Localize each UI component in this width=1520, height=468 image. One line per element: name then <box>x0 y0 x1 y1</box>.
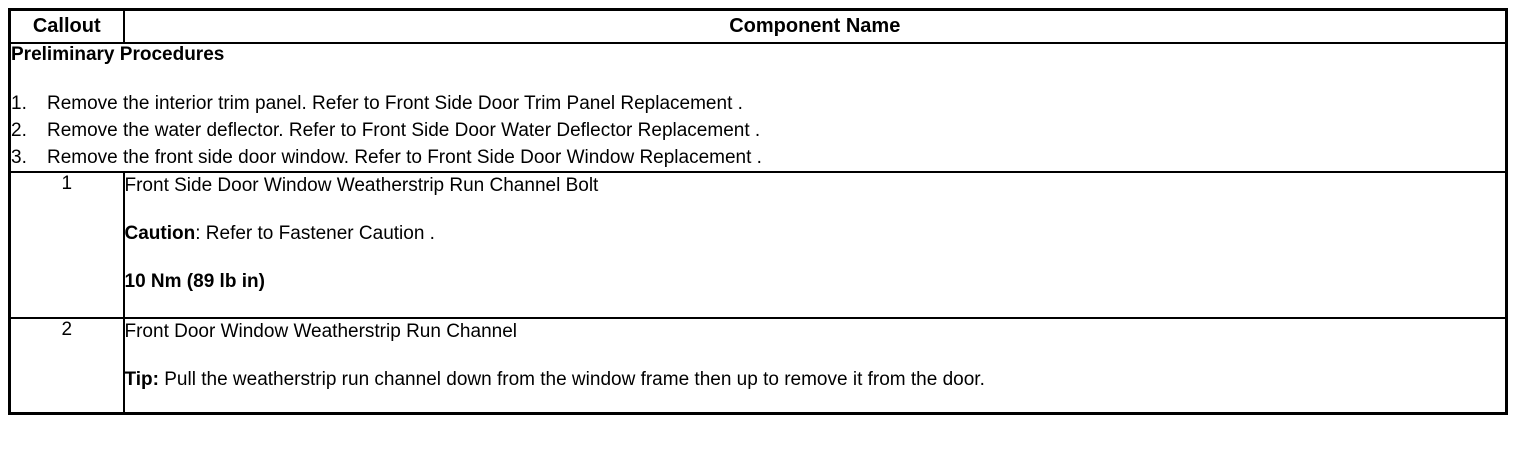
table-row: 2 Front Door Window Weatherstrip Run Cha… <box>8 317 1508 415</box>
caution-text: Refer to Fastener Caution . <box>205 223 435 244</box>
step-number: 1. <box>11 93 27 114</box>
table-row: 1 Front Side Door Window Weatherstrip Ru… <box>8 171 1508 319</box>
tip-note: Tip: Pull the weatherstrip run channel d… <box>125 367 1506 393</box>
callout-number-2: 2 <box>8 317 125 415</box>
column-header-component-name: Component Name <box>122 8 1508 44</box>
column-header-callout: Callout <box>8 8 125 44</box>
preliminary-procedures-row: Preliminary Procedures 1. Remove the inte… <box>8 42 1508 173</box>
component-title: Front Door Window Weatherstrip Run Chann… <box>124 321 518 342</box>
callout-number-1: 1 <box>8 171 125 319</box>
list-item: 2. Remove the water deflector. Refer to F… <box>11 117 1505 144</box>
step-text: Remove the interior trim panel. Refer to… <box>47 93 743 114</box>
table-header-row: Callout Component Name <box>8 8 1508 44</box>
tip-label: Tip: <box>124 369 159 390</box>
component-cell-2: Front Door Window Weatherstrip Run Chann… <box>122 317 1508 415</box>
preliminary-procedures-title: Preliminary Procedures <box>11 44 225 65</box>
step-number: 3. <box>11 147 27 168</box>
list-item: 3. Remove the front side door window. Ref… <box>11 144 1505 171</box>
caution-separator: : <box>195 223 206 244</box>
callout-component-table: Callout Component Name Preliminary Proce… <box>8 8 1508 415</box>
preliminary-procedures-cell: Preliminary Procedures 1. Remove the inte… <box>8 42 1508 173</box>
caution-label: Caution <box>124 223 196 244</box>
step-number: 2. <box>11 120 27 141</box>
component-title: Front Side Door Window Weatherstrip Run … <box>124 175 599 196</box>
step-text: Remove the water deflector. Refer to Fro… <box>47 120 761 141</box>
preliminary-steps-list: 1. Remove the interior trim panel. Refer … <box>11 90 1505 171</box>
step-text: Remove the front side door window. Refer… <box>47 147 762 168</box>
component-cell-1: Front Side Door Window Weatherstrip Run … <box>122 171 1508 319</box>
list-item: 1. Remove the interior trim panel. Refer … <box>11 90 1505 117</box>
tip-text: Pull the weatherstrip run channel down f… <box>158 369 985 390</box>
torque-spec: 10 Nm (89 lb in) <box>124 271 265 292</box>
caution-note: Caution: Refer to Fastener Caution . <box>125 221 1506 247</box>
